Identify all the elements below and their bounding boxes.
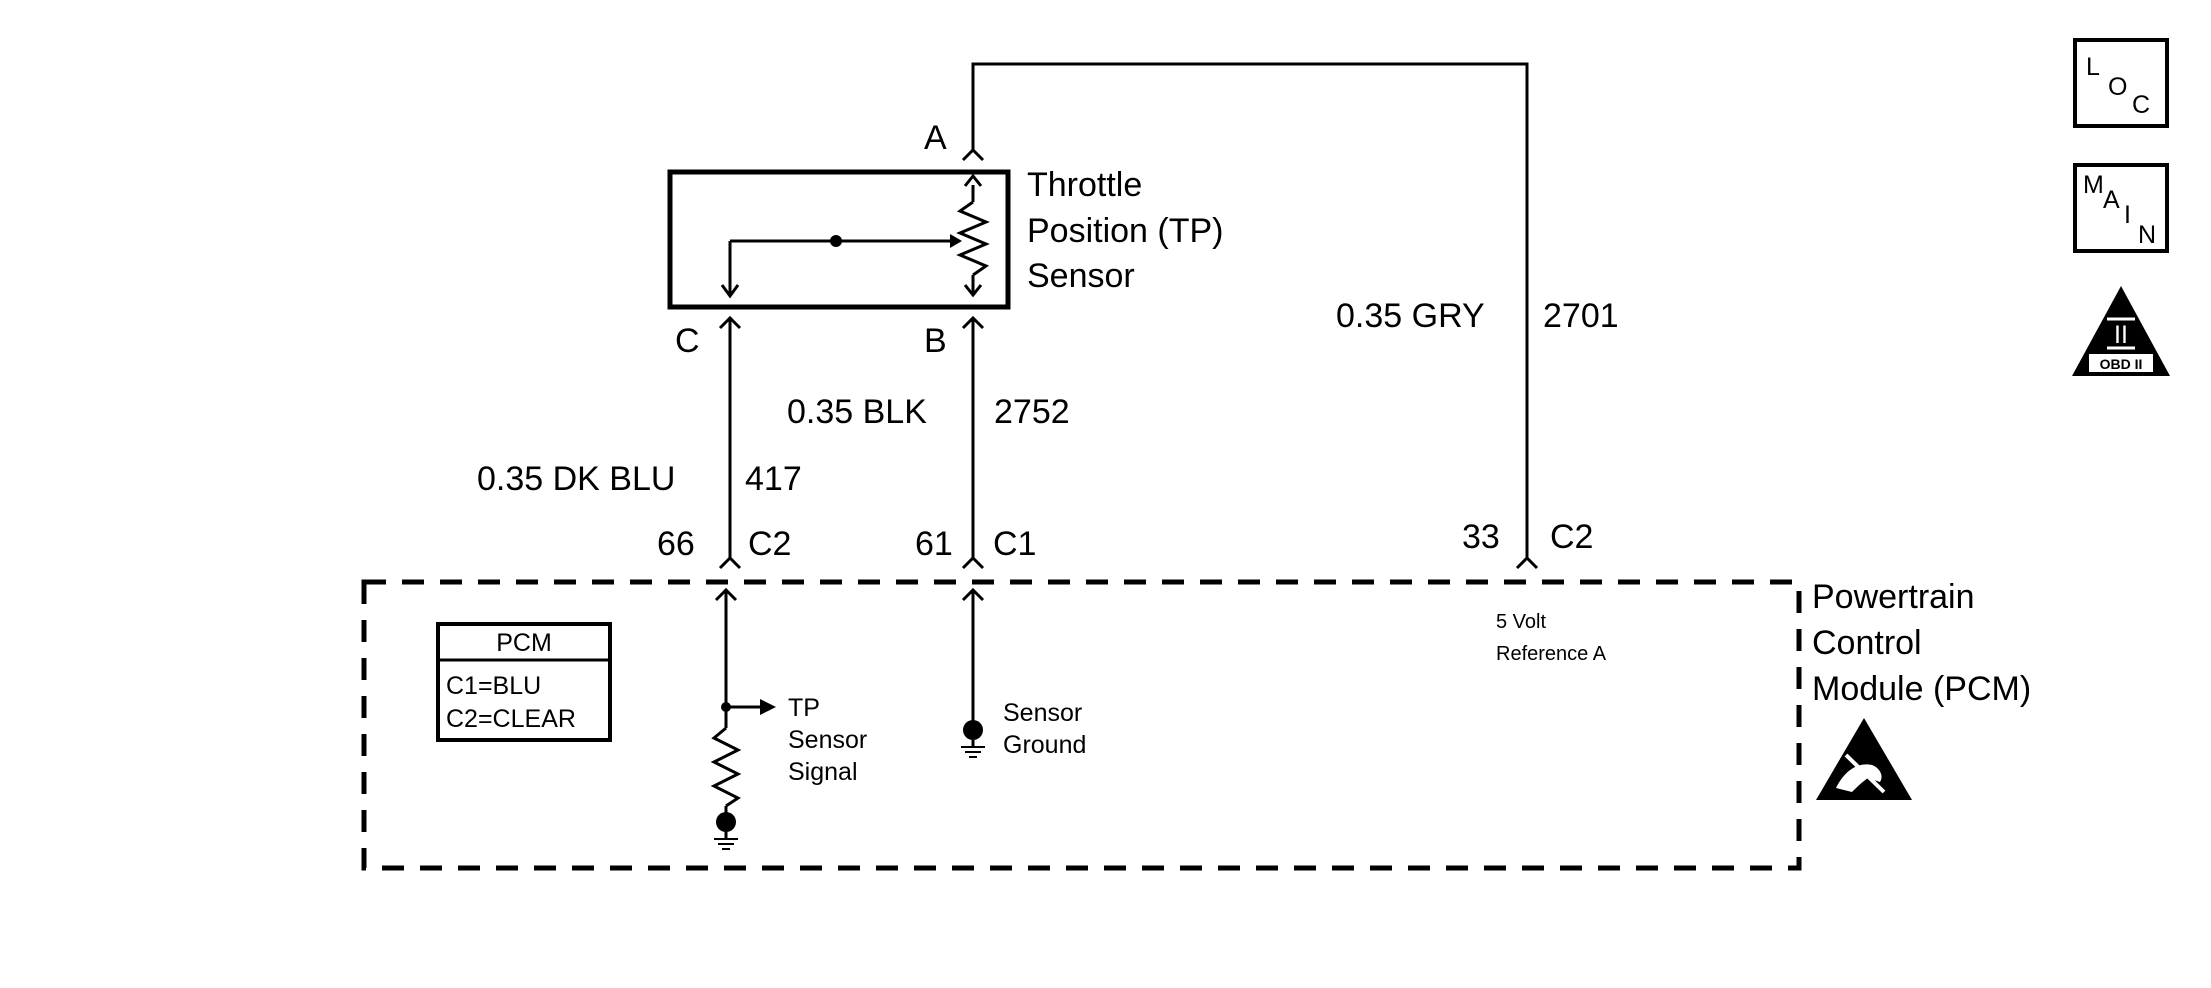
obd-label: OBD II (2100, 356, 2143, 372)
pin-66-connector: C2 (748, 525, 791, 563)
sensor-arrow-down-icon (963, 284, 983, 298)
sensor-title-1: Throttle (1027, 166, 1142, 204)
pcm-boundary (361, 579, 1802, 871)
pin-a-label: A (924, 119, 947, 157)
connector-a-chevron-icon (961, 147, 985, 162)
ground-arrow-up-icon (961, 587, 985, 602)
pin-33-number: 33 (1462, 518, 1500, 556)
esd-slash (1844, 753, 1886, 794)
pin-66-number: 66 (657, 525, 695, 563)
wire-blk-circuit: 2752 (994, 393, 1070, 431)
pin-61-number: 61 (915, 525, 953, 563)
obd-label-bg (2089, 354, 2153, 372)
tp-sensor: Throttle Position (TP) Sensor A B C (667, 119, 1224, 360)
esd-warning-icon (1816, 718, 1912, 800)
legend-c2: C2=CLEAR (446, 705, 576, 733)
wire-gry-spec: 0.35 GRY (1336, 297, 1485, 335)
wire-blk-2752: 0.35 BLK 2752 (787, 315, 1070, 570)
pulldown-resistor (710, 726, 742, 808)
pin-c-label: C (675, 322, 700, 360)
wire-dkblu-spec: 0.35 DK BLU (477, 460, 675, 498)
ref-label-2: Reference A (1496, 643, 1607, 665)
sensor-ground-node (963, 720, 983, 740)
wiper-arrow-down-icon (720, 284, 740, 299)
pcm-module: Powertrain Control Module (PCM) PCM C1=B… (361, 578, 2031, 871)
connector-61-chevron-icon (961, 555, 985, 570)
legend-box (436, 622, 612, 742)
main-m: M (2083, 171, 2104, 199)
wire-gry-path (971, 62, 1529, 558)
sensor-title-3: Sensor (1027, 257, 1135, 295)
ground-label-1: Sensor (1003, 699, 1082, 727)
pcm-connector-legend: PCM C1=BLU C2=CLEAR (436, 622, 612, 742)
connector-33-chevron-icon (1515, 555, 1539, 570)
sensor-title-2: Position (TP) (1027, 212, 1224, 250)
esd-triangle (1816, 718, 1912, 800)
connector-c-chevron-icon (718, 315, 742, 330)
pin-61-connector: C1 (993, 525, 1036, 563)
obd-numeral: II (2114, 321, 2128, 349)
pin-b-label: B (924, 322, 947, 360)
tp-sensor-box (667, 169, 1011, 310)
loc-l: L (2086, 53, 2100, 81)
main-icon[interactable]: M A I N (2073, 163, 2169, 253)
obd-ii-icon[interactable]: II OBD II (2072, 286, 2170, 376)
signal-arrow-right-icon (760, 699, 776, 715)
signal-label-3: Signal (788, 758, 858, 786)
wire-dkblu-circuit: 417 (745, 460, 802, 498)
wire-dkblu-417: 0.35 DK BLU 417 (477, 315, 802, 570)
main-a: A (2103, 186, 2120, 214)
main-n: N (2138, 221, 2156, 249)
sensor-ground-circuit: Sensor Ground (961, 587, 1086, 759)
connector-66-chevron-icon (718, 555, 742, 570)
loc-c: C (2132, 91, 2150, 119)
loc-icon[interactable]: L O C (2073, 38, 2169, 128)
ref-label-1: 5 Volt (1496, 611, 1546, 633)
pin-33-connector: C2 (1550, 518, 1593, 556)
esd-hand (1836, 764, 1882, 792)
pcm-title-2: Control (1812, 624, 1922, 662)
pcm-title-3: Module (PCM) (1812, 670, 2031, 708)
loc-o: O (2108, 73, 2127, 101)
legend-c1: C1=BLU (446, 672, 541, 700)
signal-label-2: Sensor (788, 726, 867, 754)
pulldown-ground-node (716, 812, 736, 832)
wire-gry-2701: 0.35 GRY 2701 (961, 62, 1619, 570)
loc-frame (2073, 38, 2169, 128)
obd-triangle (2072, 286, 2170, 376)
main-i: I (2124, 201, 2131, 229)
connector-b-chevron-icon (961, 315, 985, 330)
wiper-arrow-icon (950, 234, 962, 248)
wire-blk-spec: 0.35 BLK (787, 393, 927, 431)
tp-signal-circuit: TP Sensor Signal (710, 587, 867, 850)
sensor-resistor (956, 200, 990, 277)
signal-arrow-up-icon (714, 587, 738, 602)
pcm-title-1: Powertrain (1812, 578, 1975, 616)
legend-title: PCM (496, 629, 552, 657)
wiper-junction (830, 235, 842, 247)
signal-label-1: TP (788, 694, 820, 722)
sensor-arrow-up-icon (963, 173, 983, 187)
main-frame (2073, 163, 2169, 253)
wire-gry-circuit: 2701 (1543, 297, 1619, 335)
ground-label-2: Ground (1003, 731, 1086, 759)
